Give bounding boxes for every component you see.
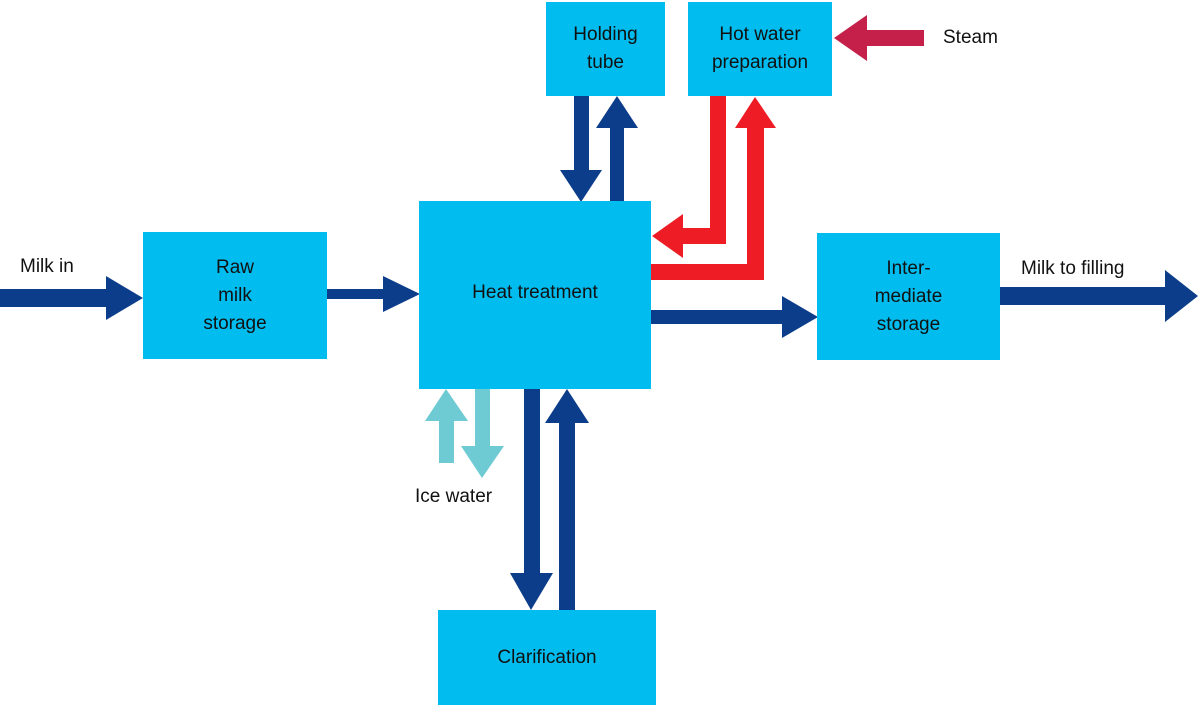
clarification-down-arrow <box>510 389 553 610</box>
clarification-up-arrow <box>545 389 589 610</box>
milk-in-label: Milk in <box>20 256 74 277</box>
steam-arrow <box>834 15 924 61</box>
raw-milk-storage-box: Raw milk storage <box>143 232 327 359</box>
raw-milk-storage-label: Raw milk storage <box>203 256 267 334</box>
hot-water-preparation-box: Hot water preparation <box>688 2 832 96</box>
milk-to-filling-label: Milk to filling <box>1021 258 1125 279</box>
holding-tube-label: Holding tube <box>573 24 638 73</box>
ice-water-up-arrow <box>425 389 468 463</box>
ice-water-down-arrow <box>461 389 504 478</box>
holding-tube-box: Holding tube <box>546 2 665 96</box>
holding-tube-down-arrow <box>560 96 602 202</box>
hot-water-supply-arrow <box>652 96 726 258</box>
raw-to-heat-arrow <box>327 276 420 312</box>
holding-tube-up-arrow <box>596 96 638 202</box>
ice-water-label: Ice water <box>415 486 493 507</box>
hot-water-return-arrow <box>651 97 776 280</box>
clarification-box: Clarification <box>438 610 656 705</box>
heat-to-intermediate-arrow <box>651 296 818 338</box>
intermediate-storage-label: Inter- mediate storage <box>874 257 943 335</box>
heat-treatment-label: Heat treatment <box>472 282 598 303</box>
heat-treatment-box: Heat treatment <box>419 201 651 389</box>
milk-in-arrow <box>0 276 143 320</box>
steam-label: Steam <box>943 27 998 48</box>
clarification-label: Clarification <box>497 646 597 668</box>
milk-to-filling-arrow <box>1000 270 1198 322</box>
intermediate-storage-box: Inter- mediate storage <box>817 233 1000 360</box>
hot-water-preparation-label: Hot water preparation <box>711 24 809 73</box>
